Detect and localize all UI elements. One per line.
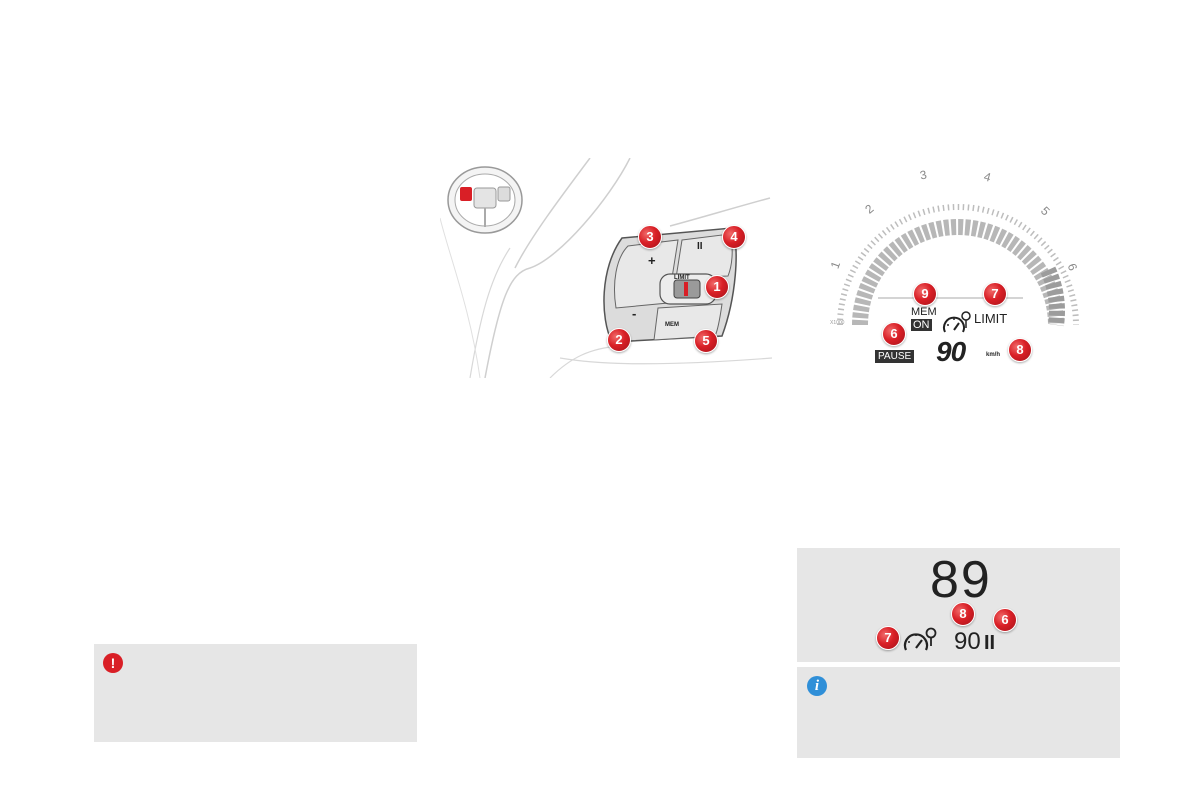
warning-note-box: ! <box>94 644 417 742</box>
callout-2: 2 <box>607 328 631 352</box>
callout-8: 8 <box>1008 338 1032 362</box>
callout-5: 5 <box>694 329 718 353</box>
set-speed-readout: 90 <box>954 628 981 655</box>
alt-speed-display: 89 90 II 7 8 6 <box>797 548 1120 662</box>
callout-3: 3 <box>638 225 662 249</box>
pause-button-label: II <box>697 241 703 252</box>
instrument-cluster-figure: 1 2 3 4 5 6 X1000 MEM ON LIMIT PAUSE 90 … <box>818 160 1098 375</box>
callout-9: 9 <box>913 282 937 306</box>
limit-indicator: LIMIT <box>974 311 1008 326</box>
steering-wheel-figure: LIMIT + - II MEM 1 2 3 4 5 <box>440 158 772 378</box>
set-speed-value: 90 <box>936 336 966 367</box>
callout-4: 4 <box>722 225 746 249</box>
mem-button-label: MEM <box>665 322 679 328</box>
minus-button-label: - <box>632 306 637 321</box>
info-note-box: i <box>797 667 1120 758</box>
callout-6: 6 <box>993 608 1017 632</box>
callout-8: 8 <box>951 602 975 626</box>
callout-7: 7 <box>983 282 1007 306</box>
mem-indicator: MEM <box>911 306 937 318</box>
callout-6: 6 <box>882 322 906 346</box>
mem-on-indicator: ON <box>911 319 932 331</box>
dial-unit-label: X1000 <box>830 320 845 326</box>
steering-wheel-thumbnail-icon <box>447 166 523 234</box>
current-speed-readout: 89 <box>930 551 992 609</box>
set-speed-unit: km/h <box>986 352 1001 358</box>
callout-7: 7 <box>876 626 900 650</box>
speed-limiter-icon <box>903 627 937 651</box>
pause-symbol: II <box>984 632 996 654</box>
rev-counter-dial <box>837 204 1079 327</box>
limit-switch-label: LIMIT <box>674 275 690 281</box>
pause-indicator: PAUSE <box>875 350 915 363</box>
exclamation-icon: ! <box>103 653 123 673</box>
callout-1: 1 <box>705 275 729 299</box>
plus-button-label: + <box>648 253 656 268</box>
speed-limiter-icon <box>943 311 971 333</box>
info-icon: i <box>807 676 827 696</box>
